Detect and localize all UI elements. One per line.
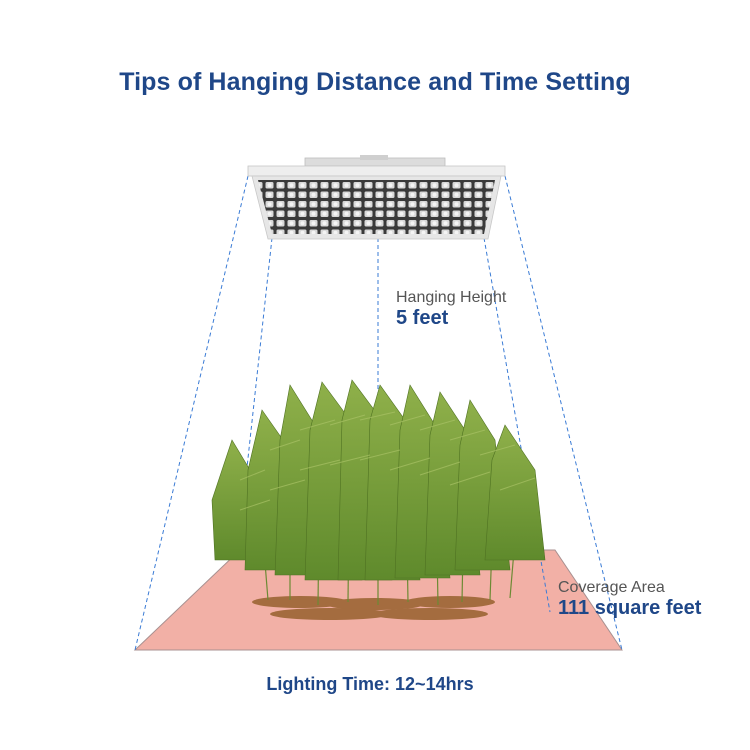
coverage-area-caption: Coverage Area	[558, 579, 665, 596]
hanging-height-label: Hanging Height 5 feet	[396, 289, 506, 329]
hanging-height-value: 5 feet	[396, 307, 449, 329]
coverage-area-value: 111 square feet	[558, 597, 702, 619]
led-grow-light-icon	[247, 155, 506, 240]
diagram-title: Tips of Hanging Distance and Time Settin…	[119, 68, 631, 96]
hanging-height-caption: Hanging Height	[396, 289, 507, 306]
lighting-time-label: Lighting Time: 12~14hrs	[266, 674, 474, 694]
fern-plants-icon	[211, 379, 546, 620]
coverage-area-label: Coverage Area 111 square feet	[558, 579, 701, 619]
